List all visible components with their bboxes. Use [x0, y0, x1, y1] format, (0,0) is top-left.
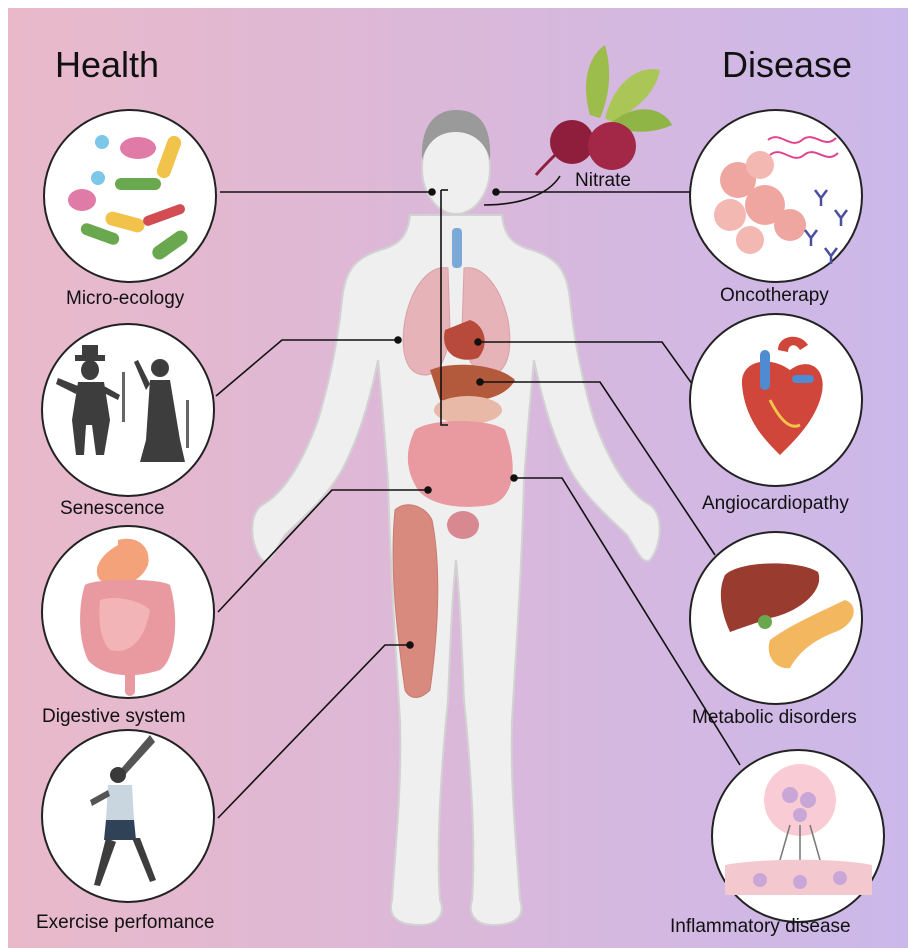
senescence-label: Senescence [60, 498, 165, 520]
human-body [252, 215, 660, 925]
oncotherapy-circle [690, 110, 862, 282]
inflammatory-circle [712, 750, 884, 922]
micro-ecology-circle [44, 110, 216, 282]
exercise-perfomance-label: Exercise perfomance [36, 912, 214, 934]
metabolic-circle [690, 532, 862, 704]
inflammatory-disease-label: Inflammatory disease [670, 916, 851, 938]
angiocardiopathy-label: Angiocardiopathy [702, 493, 849, 515]
beetroot-icon [536, 45, 672, 175]
angiocardiopathy-circle [690, 314, 862, 486]
exercise-circle [42, 730, 214, 902]
digestive-circle [42, 526, 214, 698]
metabolic-disorders-label: Metabolic disorders [692, 707, 857, 729]
oncotherapy-label: Oncotherapy [720, 285, 829, 307]
digestive-system-label: Digestive system [42, 706, 186, 728]
head [422, 110, 490, 214]
health-heading: Health [55, 44, 159, 86]
nitrate-label: Nitrate [575, 170, 631, 192]
senescence-circle [42, 324, 214, 496]
micro-ecology-label: Micro-ecology [66, 288, 184, 310]
disease-heading: Disease [722, 44, 852, 86]
